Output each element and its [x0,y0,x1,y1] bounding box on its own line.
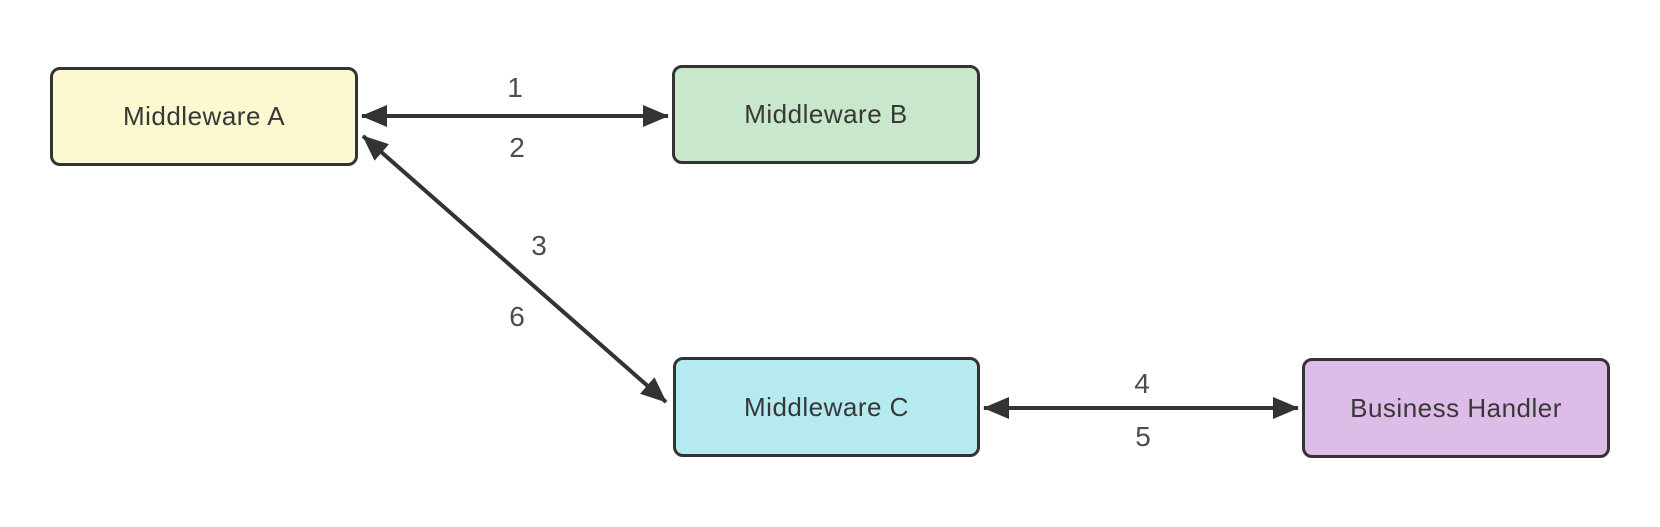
node-business-handler: Business Handler [1302,358,1610,458]
node-middleware-b: Middleware B [672,65,980,164]
edge-c-bh-label-top: 4 [1134,368,1150,399]
node-middleware-a: Middleware A [50,67,358,166]
edge-a-c-arrow [361,134,668,404]
node-middleware-a-label: Middleware A [122,101,286,131]
edge-c-bh-label-bottom: 5 [1135,421,1151,452]
node-middleware-c-label: Middleware C [744,391,909,422]
node-middleware-c: Middleware C [673,357,980,457]
edge-a-b-label-top: 1 [507,72,523,103]
node-middleware-b-label: Middleware B [744,99,908,129]
edge-a-b-label-bottom: 2 [509,132,525,163]
edge-a-c-label-bottom: 6 [509,301,525,332]
node-business-handler-label: Business Handler [1350,392,1562,423]
edge-a-c-label-top: 3 [531,230,547,261]
